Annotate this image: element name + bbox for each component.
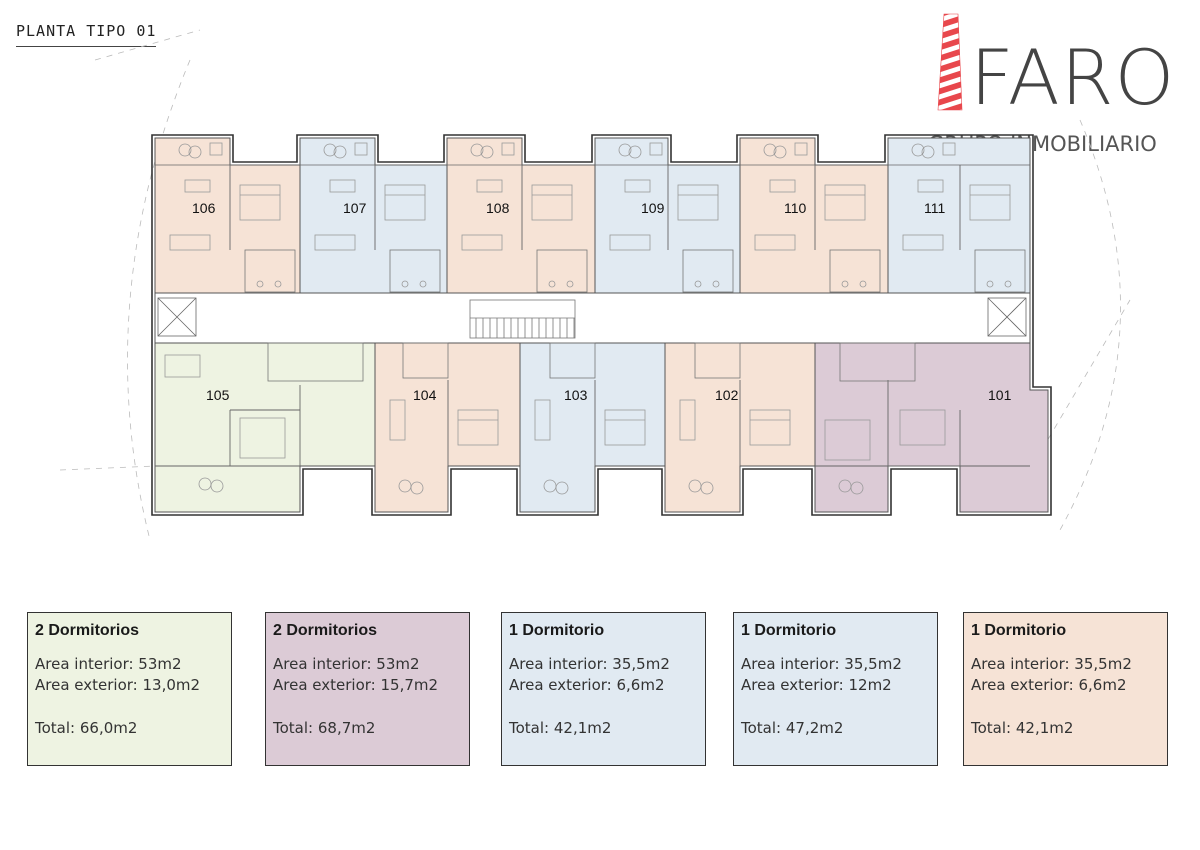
legend-heading: 1 Dormitorio <box>741 622 837 639</box>
legend-total-area: Total: 68,7m2 <box>273 719 376 737</box>
unit-101 <box>814 342 1049 513</box>
stair-icon <box>469 299 576 339</box>
legend-exterior-area: Area exterior: 12m2 <box>741 676 892 694</box>
legend-heading: 2 Dormitorios <box>273 622 378 639</box>
legend-heading: 1 Dormitorio <box>509 622 605 639</box>
elevator-shaft-icon <box>987 297 1027 337</box>
legend-interior-area: Area interior: 53m2 <box>35 655 182 673</box>
unit-label-109: 109 <box>641 200 665 216</box>
legend-exterior-area: Area exterior: 15,7m2 <box>273 676 439 694</box>
page-title: PLANTA TIPO 01 <box>16 22 157 47</box>
legend-interior-area: Area interior: 35,5m2 <box>741 655 902 673</box>
legend-total-area: Total: 66,0m2 <box>35 719 138 737</box>
elevator-shaft-icon <box>157 297 197 337</box>
unit-label-107: 107 <box>343 200 367 216</box>
floor-plan: 106 107 108 109 110 111 105 104 103 102 101 <box>59 29 1131 541</box>
legend-interior-area: Area interior: 35,5m2 <box>971 655 1132 673</box>
legend-heading: 2 Dormitorios <box>35 622 140 639</box>
legend-interior-area: Area interior: 53m2 <box>273 655 420 673</box>
corridor <box>154 292 1031 344</box>
brand-name: FARO <box>970 33 1176 122</box>
brand-logo: FARO GRUPO INMOBILIARIO <box>920 12 1190 162</box>
guide-lines <box>59 29 1131 541</box>
legend-total-area: Total: 42,1m2 <box>971 719 1074 737</box>
unit-label-101: 101 <box>988 387 1012 403</box>
unit-label-110: 110 <box>784 200 807 216</box>
unit-111 <box>887 137 1031 294</box>
legend-interior-area: Area interior: 35,5m2 <box>509 655 670 673</box>
unit-label-106: 106 <box>192 200 216 216</box>
unit-105 <box>154 342 376 513</box>
legend-exterior-area: Area exterior: 6,6m2 <box>509 676 665 694</box>
legend-heading: 1 Dormitorio <box>971 622 1067 639</box>
unit-label-103: 103 <box>564 387 588 403</box>
legend-total-area: Total: 47,2m2 <box>741 719 844 737</box>
lighthouse-icon <box>937 13 963 111</box>
unit-103 <box>519 342 666 513</box>
unit-label-111: 111 <box>924 200 945 216</box>
legend-exterior-area: Area exterior: 13,0m2 <box>35 676 201 694</box>
unit-label-105: 105 <box>206 387 230 403</box>
legend-exterior-area: Area exterior: 6,6m2 <box>971 676 1127 694</box>
building-outline <box>151 134 1052 516</box>
legend-total-area: Total: 42,1m2 <box>509 719 612 737</box>
unit-label-102: 102 <box>715 387 739 403</box>
unit-label-108: 108 <box>486 200 510 216</box>
unit-label-104: 104 <box>413 387 437 403</box>
